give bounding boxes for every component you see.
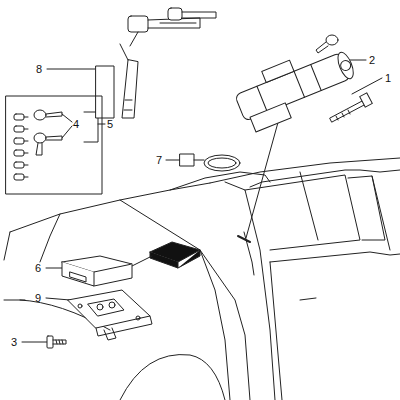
callout-number: 3 bbox=[11, 336, 17, 348]
callout-number: 9 bbox=[35, 292, 41, 304]
callout-number: 4 bbox=[73, 118, 79, 130]
mounting-bracket bbox=[68, 290, 152, 340]
callout-number: 5 bbox=[107, 118, 113, 130]
module-in-car bbox=[150, 242, 200, 268]
key-card bbox=[96, 8, 216, 118]
screw bbox=[47, 336, 66, 348]
kit-box bbox=[6, 96, 102, 194]
callout-number: 1 bbox=[385, 72, 391, 84]
callout-number: 2 bbox=[369, 54, 375, 66]
small-key bbox=[316, 35, 338, 53]
callout-number: 8 bbox=[36, 63, 42, 75]
lock-cylinder bbox=[230, 39, 361, 134]
leader-lines bbox=[22, 60, 382, 342]
callout-number: 7 bbox=[156, 154, 162, 166]
wire-connector bbox=[180, 154, 240, 171]
control-unit bbox=[62, 256, 132, 286]
bolt bbox=[330, 93, 372, 122]
callout-number: 6 bbox=[35, 262, 41, 274]
